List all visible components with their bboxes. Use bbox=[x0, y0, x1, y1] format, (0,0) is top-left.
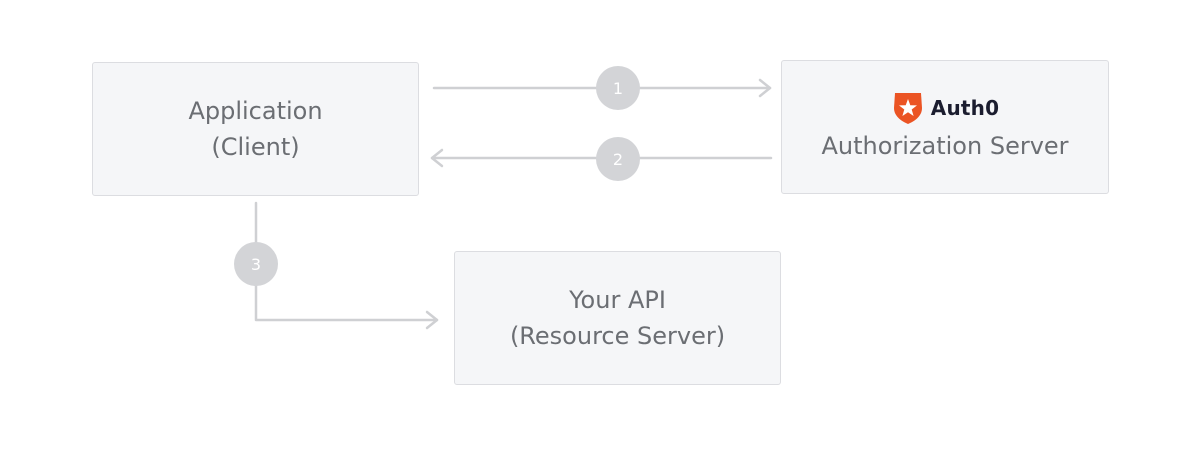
edge-3-arrowhead bbox=[425, 310, 439, 330]
api-title: Your API bbox=[569, 286, 666, 314]
client-node: Application (Client) bbox=[92, 62, 419, 196]
step-2-badge: 2 bbox=[596, 137, 640, 181]
auth0-shield-icon bbox=[893, 93, 922, 124]
client-subtitle: (Client) bbox=[211, 133, 300, 161]
client-title: Application bbox=[188, 97, 323, 125]
authorization-server-node: Auth0 Authorization Server bbox=[781, 60, 1109, 194]
api-node: Your API (Resource Server) bbox=[454, 251, 781, 385]
step-1-badge: 1 bbox=[596, 66, 640, 110]
step-3-badge: 3 bbox=[234, 242, 278, 286]
auth0-brand-name: Auth0 bbox=[930, 96, 1000, 120]
edge-1-arrowhead bbox=[758, 78, 772, 98]
edge-2-arrowhead bbox=[430, 148, 444, 168]
auth0-logo: Auth0 bbox=[891, 90, 999, 126]
authorization-server-label: Authorization Server bbox=[821, 132, 1069, 160]
api-subtitle: (Resource Server) bbox=[509, 322, 726, 350]
edge-3-line bbox=[254, 201, 439, 322]
